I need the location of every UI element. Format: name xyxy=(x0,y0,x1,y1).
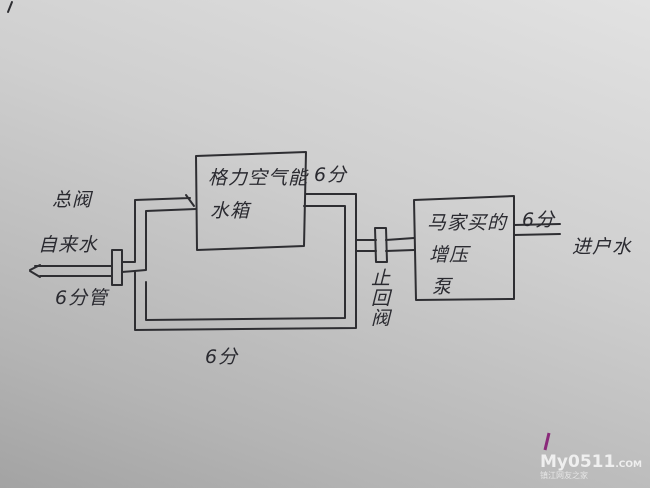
check-valve-label: 止回阀 xyxy=(368,268,390,328)
tank-label-line1: 格力空气能 xyxy=(208,167,309,189)
lower-loop-pipe xyxy=(134,193,357,331)
pump-box xyxy=(413,195,515,301)
house-inlet-label: 进户水 xyxy=(572,236,633,258)
pen-mark xyxy=(543,432,551,451)
water-tank-box xyxy=(195,151,307,251)
corner-mark xyxy=(7,1,13,13)
check-valve-symbol xyxy=(374,227,388,263)
check-valve-pipe xyxy=(355,237,415,252)
tap-water-label: 自来水 xyxy=(38,234,99,256)
inlet-pipe xyxy=(29,264,113,278)
tank-pipe-label: 6分 xyxy=(314,164,348,186)
inlet-pipe-label: 6分管 xyxy=(55,287,109,309)
bottom-pipe-label: 6分 xyxy=(205,346,239,368)
main-valve-label: 总阀 xyxy=(52,189,93,211)
pump-label-line3: 泵 xyxy=(432,276,453,298)
outlet-pipe xyxy=(513,223,561,236)
pump-label-line2: 增压 xyxy=(429,244,470,266)
outlet-pipe-label: 6分 xyxy=(522,209,556,231)
watermark-logo: My0511.COM 镇江网友之家 xyxy=(540,452,642,480)
tank-label-line2: 水箱 xyxy=(210,200,251,222)
main-valve-symbol xyxy=(111,249,123,286)
pump-label-line1: 马家买的 xyxy=(427,212,508,234)
upper-branch-pipe xyxy=(121,194,197,273)
